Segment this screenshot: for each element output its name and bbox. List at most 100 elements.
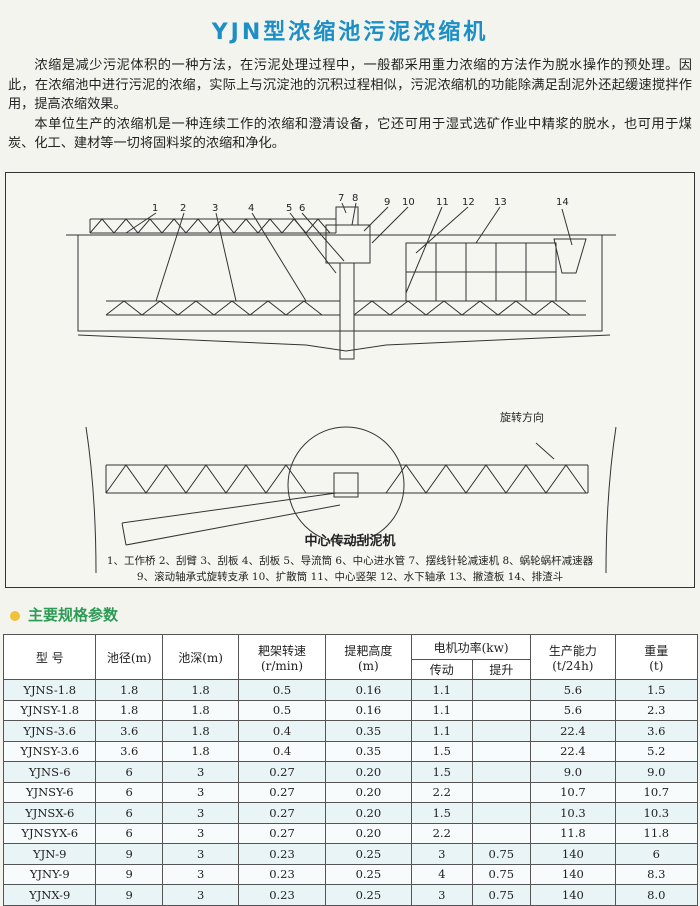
cell-speed: 0.27 [238, 802, 326, 824]
cell-capacity: 140 [530, 863, 616, 885]
header-capacity: 生产能力(t/24h) [530, 634, 616, 680]
cell-capacity: 140 [530, 843, 616, 865]
figure-title: 中心传动刮泥机 [304, 534, 396, 549]
header-lift: 提耙高度(m) [324, 634, 413, 680]
cell-speed: 0.5 [238, 699, 326, 721]
cell-diameter: 9 [95, 884, 163, 906]
callout-label: 11 [436, 197, 449, 208]
cell-drive-power: 2.2 [411, 781, 473, 803]
callout-label: 12 [462, 197, 475, 208]
bridge-web [89, 218, 331, 234]
cell-weight: 9.0 [614, 761, 699, 783]
cell-weight: 2.3 [614, 699, 699, 721]
cell-drive-power: 1.1 [411, 699, 473, 721]
cell-lift: 0.25 [324, 884, 413, 906]
rake-web [105, 300, 571, 316]
cell-depth: 3 [161, 802, 240, 824]
cell-raise-power [471, 802, 532, 824]
cell-depth: 1.8 [161, 740, 240, 762]
cell-speed: 0.27 [238, 781, 326, 803]
skimmer-frame [405, 242, 557, 302]
cell-speed: 0.23 [238, 843, 326, 865]
cell-lift: 0.35 [324, 740, 413, 762]
callout-label: 14 [556, 197, 569, 208]
cell-diameter: 6 [95, 802, 163, 824]
header-depth: 池深(m) [161, 634, 240, 680]
center-drive-plan [333, 472, 359, 498]
cell-raise-power [471, 720, 532, 742]
figure-legend-line-2: 9、滚动轴承式旋转支承 10、扩散筒 11、中心竖架 12、水下轴承 13、撇渣… [136, 571, 564, 583]
callout-label: 9 [384, 197, 390, 208]
cell-lift: 0.20 [324, 822, 413, 844]
intro-paragraph-2: 本单位生产的浓缩机是一种连续工作的浓缩和澄清设备，它还可用于湿式选矿作业中精浆的… [8, 116, 692, 152]
header-raise: 提升 [471, 659, 532, 680]
cell-weight: 8.0 [614, 884, 699, 906]
cell-weight: 6 [614, 843, 699, 865]
spec-table: 型 号 池径(m) 池深(m) 耙架转速(r/min) 提耙高度(m) 电机功率… [2, 634, 699, 906]
cell-capacity: 10.3 [530, 802, 616, 824]
cell-depth: 3 [161, 781, 240, 803]
cell-drive-power: 3 [411, 843, 473, 865]
cell-model: YJNY-9 [2, 863, 97, 885]
header-speed: 耙架转速(r/min) [238, 634, 326, 680]
cell-speed: 0.27 [238, 822, 326, 844]
cell-lift: 0.20 [324, 761, 413, 783]
cell-drive-power: 1.1 [411, 679, 473, 701]
cell-diameter: 9 [95, 843, 163, 865]
cell-capacity: 9.0 [530, 761, 616, 783]
cell-weight: 11.8 [614, 822, 699, 844]
cell-model: YJN-9 [2, 843, 97, 865]
header-weight: 重量(t) [614, 634, 699, 680]
cell-model: YJNSX-6 [2, 802, 97, 824]
cell-raise-power [471, 761, 532, 783]
cell-capacity: 5.6 [530, 679, 616, 701]
cell-diameter: 6 [95, 822, 163, 844]
cell-drive-power: 1.5 [411, 740, 473, 762]
cell-weight: 3.6 [614, 720, 699, 742]
cell-model: YJNS-1.8 [2, 679, 97, 701]
header-model: 型 号 [2, 634, 97, 680]
rotation-direction-label: 旋转方向 [500, 410, 544, 424]
cell-speed: 0.5 [238, 679, 326, 701]
cell-raise-power [471, 699, 532, 721]
cell-depth: 3 [161, 843, 240, 865]
reducer-box [335, 206, 359, 226]
cell-raise-power [471, 781, 532, 803]
cell-diameter: 3.6 [95, 720, 163, 742]
cell-raise-power: 0.75 [471, 863, 532, 885]
cell-lift: 0.20 [324, 802, 413, 824]
cell-model: YJNSY-1.8 [2, 699, 97, 721]
cell-speed: 0.4 [238, 720, 326, 742]
cell-depth: 1.8 [161, 720, 240, 742]
cell-weight: 5.2 [614, 740, 699, 762]
cell-model: YJNSYX-6 [2, 822, 97, 844]
center-column [339, 262, 355, 360]
plan-rake-web [105, 464, 587, 494]
bullet-icon [10, 610, 20, 621]
cell-model: YJNS-3.6 [2, 720, 97, 742]
cell-drive-power: 1.5 [411, 761, 473, 783]
spec-title: 主要规格参数 [28, 606, 119, 624]
cell-model: YJNX-9 [2, 884, 97, 906]
plan-tank-left [85, 426, 97, 574]
center-drive-box [325, 224, 371, 264]
cell-lift: 0.16 [324, 699, 413, 721]
cell-diameter: 3.6 [95, 740, 163, 762]
cell-depth: 1.8 [161, 679, 240, 701]
cell-capacity: 22.4 [530, 720, 616, 742]
rake-arm [106, 300, 586, 316]
cell-drive-power: 1.5 [411, 802, 473, 824]
cell-capacity: 10.7 [530, 781, 616, 803]
rotation-arrow [535, 442, 555, 460]
callout-label: 7 [338, 193, 344, 204]
cell-weight: 8.3 [614, 863, 699, 885]
cell-raise-power: 0.75 [471, 843, 532, 865]
header-diameter: 池径(m) [95, 634, 163, 680]
callout-label: 10 [402, 197, 415, 208]
cell-capacity: 11.8 [530, 822, 616, 844]
